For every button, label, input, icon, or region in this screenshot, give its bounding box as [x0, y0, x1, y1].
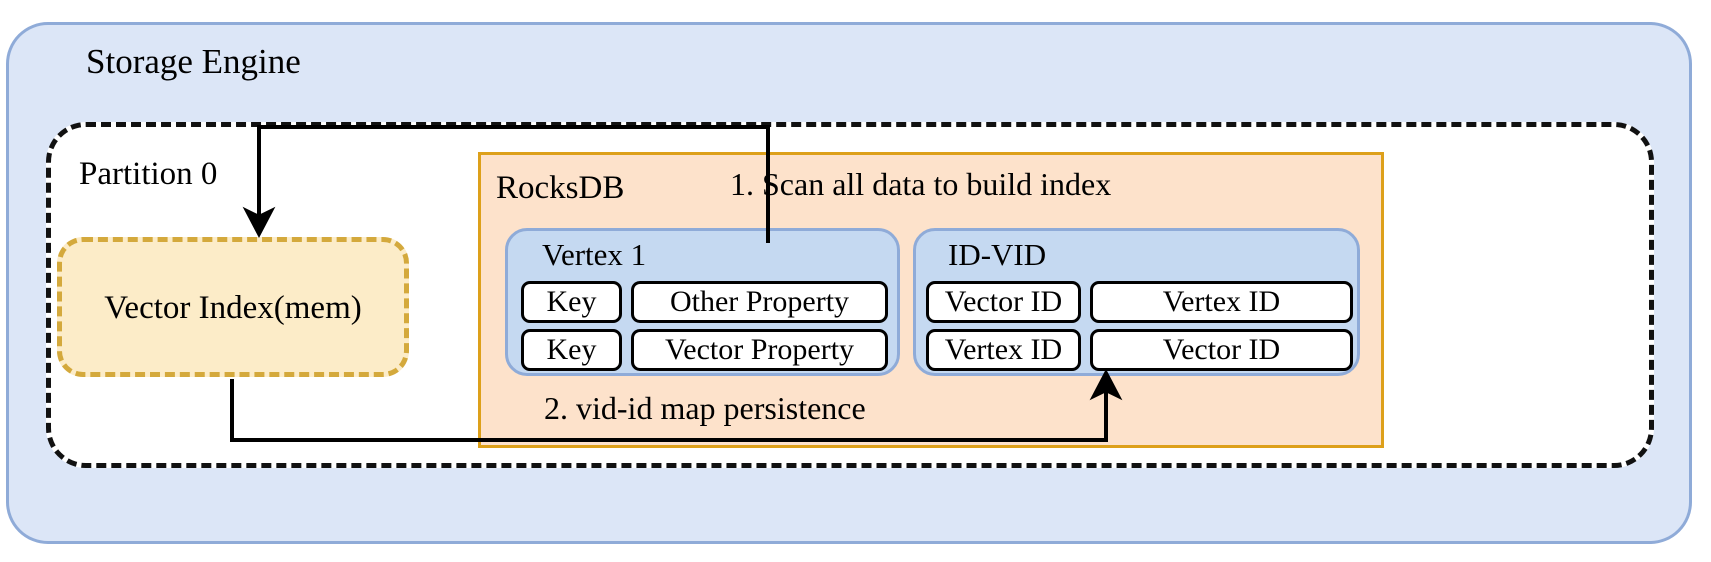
record-group-id-vid: ID-VID Vector ID Vertex ID Vertex ID Vec… [913, 228, 1360, 376]
partition-label: Partition 0 [79, 156, 218, 192]
vector-index-label: Vector Index(mem) [104, 290, 362, 326]
record-group-vertex-1: Vertex 1 Key Other Property Key Vector P… [505, 228, 900, 376]
annotation-step-1: 1. Scan all data to build index [730, 166, 1112, 202]
record-row: Key Other Property [521, 281, 888, 323]
record-cell-value: Vector Property [631, 329, 888, 371]
record-group-title: Vertex 1 [542, 237, 647, 272]
record-cell-key: Key [521, 329, 622, 371]
record-cell-value: Vertex ID [1090, 281, 1353, 323]
record-row: Key Vector Property [521, 329, 888, 371]
record-row: Vector ID Vertex ID [926, 281, 1353, 323]
record-cell-key: Key [521, 281, 622, 323]
vector-index-box: Vector Index(mem) [57, 237, 409, 377]
rocksdb-label: RocksDB [496, 170, 625, 206]
record-cell-value: Other Property [631, 281, 888, 323]
record-cell-value: Vector ID [1090, 329, 1353, 371]
record-cell-key: Vertex ID [926, 329, 1081, 371]
record-cell-key: Vector ID [926, 281, 1081, 323]
storage-engine-title: Storage Engine [86, 42, 301, 81]
annotation-step-2: 2. vid-id map persistence [544, 390, 866, 426]
record-row: Vertex ID Vector ID [926, 329, 1353, 371]
record-group-title: ID-VID [948, 237, 1047, 272]
